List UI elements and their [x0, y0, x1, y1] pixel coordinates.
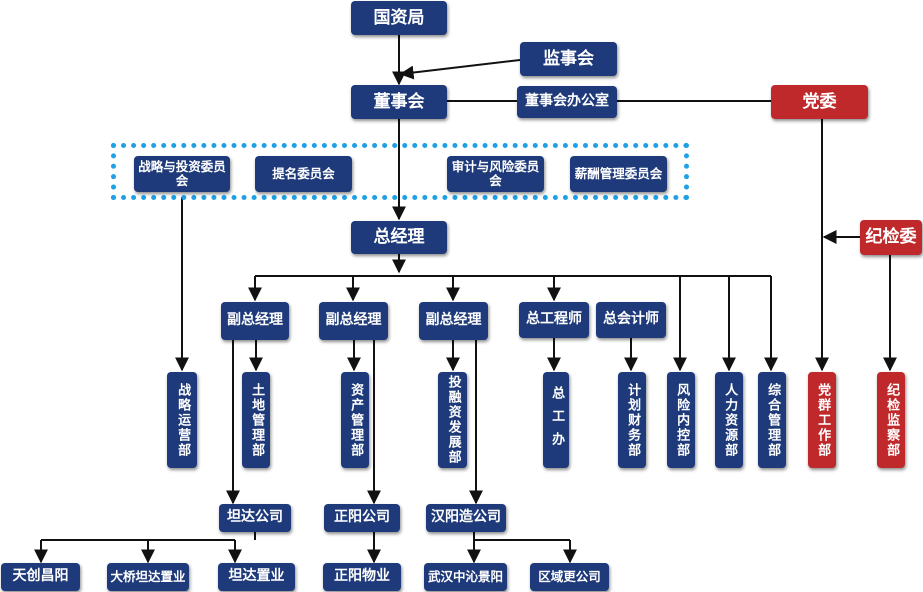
regional-renewal-company-box: 区域更公司: [530, 563, 609, 591]
tanda-property-box: 坦达置业: [218, 563, 295, 591]
board-box: 董事会: [351, 85, 447, 119]
chief-engineer-box: 总工程师: [519, 302, 589, 338]
deputy-gm-box-3: 副总经理: [419, 302, 488, 340]
daqiao-tanda-property-box: 大桥坦达置业: [107, 563, 189, 591]
compensation-committee: 薪酬管理委员会: [570, 156, 667, 192]
board-office-box: 董事会办公室: [517, 86, 617, 118]
discipline-inspection-dept: 纪检监察部: [877, 372, 905, 468]
general-manager-box: 总经理: [351, 221, 447, 254]
deputy-gm-box-1: 副总经理: [221, 302, 289, 340]
hanyang-company-box: 汉阳造公司: [426, 504, 506, 532]
board-committees-group: [111, 143, 689, 200]
zhengyang-property-box: 正阳物业: [323, 563, 401, 591]
tanda-company-box: 坦达公司: [219, 504, 291, 532]
zhengyang-company-box: 正阳公司: [324, 504, 400, 532]
investment-development-dept: 投融资发展部: [438, 372, 467, 468]
discipline-committee-box: 纪检委: [860, 220, 922, 255]
chief-engineer-office: 总工办: [543, 372, 569, 468]
party-mass-work-dept: 党群工作部: [808, 372, 836, 468]
chief-accountant-box: 总会计师: [596, 302, 666, 338]
deputy-gm-box-2: 副总经理: [319, 302, 388, 340]
party-committee-box: 党委: [771, 85, 868, 119]
sasac-box: 国资局: [351, 1, 447, 35]
audit-risk-committee: 审计与风险委员会: [447, 156, 544, 192]
general-admin-dept: 综合管理部: [758, 372, 786, 468]
supervisory-board-box: 监事会: [520, 42, 617, 76]
tianchuang-changyang-box: 天创昌阳: [1, 563, 80, 591]
strategy-investment-committee: 战略与投资委员会: [134, 156, 230, 192]
planning-finance-dept: 计划财务部: [618, 372, 646, 468]
land-management-dept: 土地管理部: [242, 372, 270, 468]
wuhan-zhongqin-box: 武汉中沁景阳: [424, 563, 507, 591]
nomination-committee: 提名委员会: [255, 156, 352, 192]
asset-management-dept: 资产管理部: [341, 372, 369, 468]
human-resources-dept: 人力资源部: [715, 372, 743, 468]
strategy-operations-dept: 战略运营部: [167, 372, 197, 468]
risk-control-dept: 风险内控部: [667, 372, 695, 468]
